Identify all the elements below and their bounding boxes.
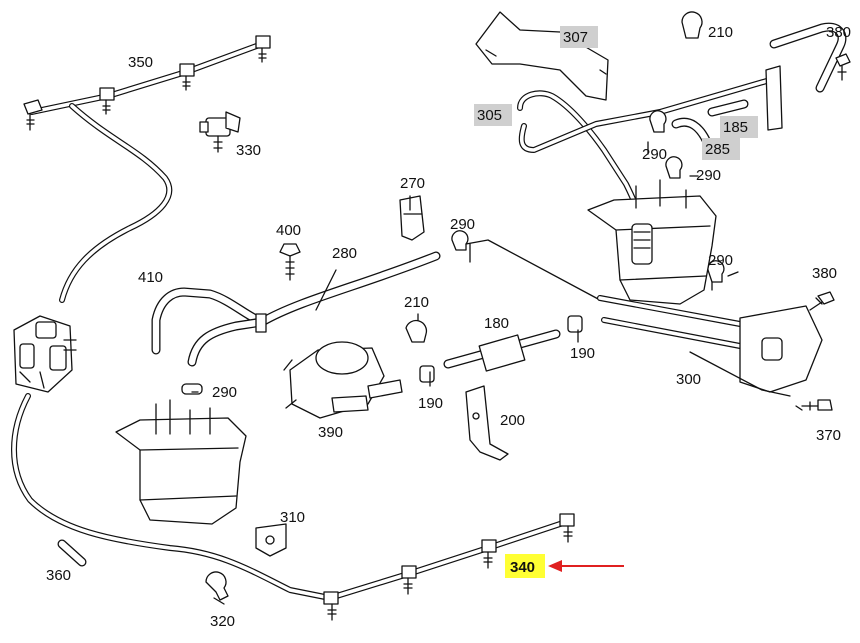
part-380-bolt <box>809 291 835 311</box>
label-270: 270 <box>400 175 425 192</box>
label-290-d: 290 <box>696 167 721 184</box>
label-285: 285 <box>705 141 730 158</box>
part-285-hose <box>671 117 711 145</box>
label-340: 340 <box>510 559 535 576</box>
label-180: 180 <box>484 315 509 332</box>
label-300: 300 <box>676 371 701 388</box>
label-305: 305 <box>477 107 502 124</box>
label-320: 320 <box>210 613 235 630</box>
part-360-hose <box>57 539 87 567</box>
part-200-bracket <box>465 385 509 461</box>
callout-305-box <box>474 104 512 126</box>
label-290-c: 290 <box>642 146 667 163</box>
label-200: 200 <box>500 412 525 429</box>
callout-340-highlight <box>505 554 545 578</box>
part-400-bolt <box>279 243 301 281</box>
left-valve-block <box>13 315 77 393</box>
part-307-bracket <box>475 11 609 101</box>
label-190-b: 190 <box>418 395 443 412</box>
label-330: 330 <box>236 142 261 159</box>
part-410-280-hoses <box>151 251 441 367</box>
label-310: 310 <box>280 509 305 526</box>
label-210-b: 210 <box>404 294 429 311</box>
leader-lines <box>191 141 803 411</box>
label-185: 185 <box>723 119 748 136</box>
label-390: 390 <box>318 424 343 441</box>
part-180-hose <box>443 329 561 372</box>
label-210-a: 210 <box>708 24 733 41</box>
part-185-hose <box>707 99 749 117</box>
label-380-a: 380 <box>826 24 851 41</box>
part-330-valve <box>199 111 241 153</box>
label-380-b: 380 <box>812 265 837 282</box>
label-307: 307 <box>563 29 588 46</box>
part-370-bolt <box>801 399 833 411</box>
part-210-clip-top <box>681 11 703 39</box>
part-290-clips-right <box>649 110 725 283</box>
callout-285-box <box>702 138 740 160</box>
line-350-down <box>59 103 173 303</box>
label-370: 370 <box>816 427 841 444</box>
label-360: 360 <box>46 567 71 584</box>
left-housing <box>115 383 247 525</box>
part-320-clip <box>205 571 229 605</box>
red-arrow <box>548 560 624 572</box>
callout-185-box <box>720 116 758 138</box>
part-390-pump <box>283 341 403 419</box>
label-290-e: 290 <box>708 252 733 269</box>
part-380-bar <box>765 22 851 131</box>
label-350: 350 <box>128 54 153 71</box>
part-210-clip <box>405 319 428 343</box>
part-290-clip-a <box>451 230 469 251</box>
callout-307-box <box>560 26 598 48</box>
label-410: 410 <box>138 269 163 286</box>
label-290-b: 290 <box>212 384 237 401</box>
right-housing <box>587 179 717 305</box>
label-280: 280 <box>332 245 357 262</box>
part-340-line <box>11 393 575 621</box>
label-290-a: 290 <box>450 216 475 233</box>
label-400: 400 <box>276 222 301 239</box>
part-310-bracket <box>255 523 287 557</box>
part-300-tubes <box>597 295 823 397</box>
label-190-a: 190 <box>570 345 595 362</box>
line-290-right <box>465 239 611 301</box>
part-270-bracket <box>399 195 425 241</box>
